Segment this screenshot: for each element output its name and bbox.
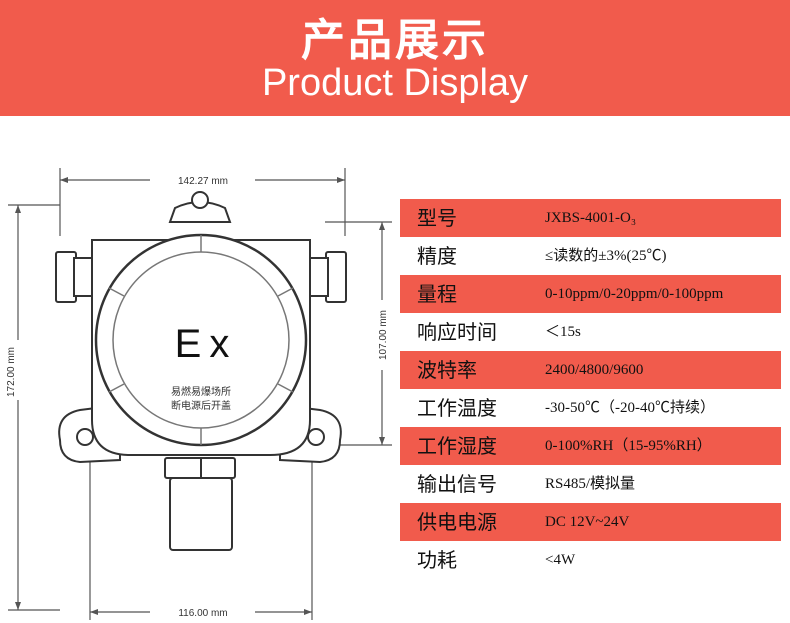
spec-row: 量程 0-10ppm/0-20ppm/0-100ppm xyxy=(400,275,781,313)
spec-label: 型号 xyxy=(417,206,457,230)
spec-label: 精度 xyxy=(417,244,457,268)
spec-value: 0-10ppm/0-20ppm/0-100ppm xyxy=(545,286,724,302)
header-banner: 产品展示 Product Display xyxy=(0,0,790,116)
spec-value: ＜15s xyxy=(545,324,581,340)
spec-row: 波特率 2400/4800/9600 xyxy=(400,351,781,389)
page-subtitle: Product Display xyxy=(261,62,529,104)
spec-row: 供电电源 DC 12V~24V xyxy=(400,503,781,541)
dimension-right: 107.00 mm xyxy=(378,310,389,360)
spec-table: 型号 JXBS-4001-O₃ 精度 ≤读数的±3%(25℃) 量程 0-10ppm/… xyxy=(400,199,781,579)
spec-value: 0-100%RH（15-95%RH） xyxy=(545,438,712,454)
spec-row: 功耗 <4W xyxy=(400,541,781,579)
spec-value: -30-50℃（-20-40℃持续） xyxy=(545,400,715,416)
spec-label: 波特率 xyxy=(417,358,477,382)
spec-label: 功耗 xyxy=(417,548,457,572)
spec-row: 工作湿度 0-100%RH（15-95%RH） xyxy=(400,427,781,465)
spec-value: RS485/模拟量 xyxy=(545,476,636,492)
spec-label: 量程 xyxy=(417,282,457,306)
spec-value: ≤读数的±3%(25℃) xyxy=(545,248,667,264)
spec-label: 响应时间 xyxy=(417,320,497,344)
spec-value: 2400/4800/9600 xyxy=(545,362,644,378)
spec-value: JXBS-4001-O₃ xyxy=(545,210,637,226)
spec-row: 输出信号 RS485/模拟量 xyxy=(400,465,781,503)
spec-row: 精度 ≤读数的±3%(25℃) xyxy=(400,237,781,275)
spec-value: DC 12V~24V xyxy=(545,514,630,530)
spec-label: 工作温度 xyxy=(417,396,497,420)
dimension-bottom: 116.00 mm xyxy=(178,608,227,619)
ex-mark: Ex xyxy=(175,322,238,366)
page-title: 产品展示 xyxy=(301,15,489,66)
warning-line-1: 易燃易爆场所 xyxy=(171,385,231,398)
spec-label: 供电电源 xyxy=(417,510,497,534)
spec-label: 输出信号 xyxy=(417,472,497,496)
dimension-top: 142.27 mm xyxy=(178,176,228,187)
spec-row: 响应时间 ＜15s xyxy=(400,313,781,351)
spec-row: 型号 JXBS-4001-O₃ xyxy=(400,199,781,237)
warning-line-2: 断电源后开盖 xyxy=(171,399,231,412)
spec-row: 工作温度 -30-50℃（-20-40℃持续） xyxy=(400,389,781,427)
spec-label: 工作湿度 xyxy=(417,434,497,458)
dimension-left: 172.00 mm xyxy=(6,347,17,397)
device-drawing: Ex 易燃易爆场所 断电源后开盖 142.27 mm 116.00 mm 172… xyxy=(6,168,392,620)
spec-value: <4W xyxy=(545,552,576,568)
